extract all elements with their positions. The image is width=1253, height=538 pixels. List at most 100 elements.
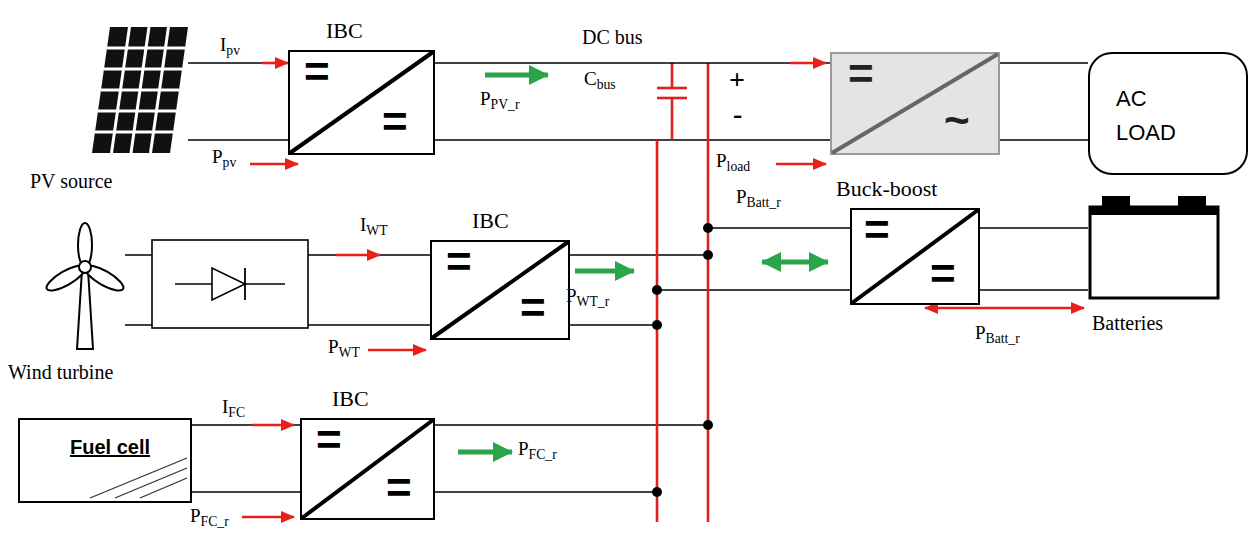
drawing-part [652,487,662,497]
label-holder: PBatt_r [736,186,781,211]
drawing-part [140,478,187,498]
node-text: = [848,52,874,96]
drawing-part [125,140,1088,492]
drawing-part [98,110,176,113]
bus-label: DC bus [582,26,643,49]
drawing-part [90,458,187,498]
text-holder: = [386,466,412,510]
drawing-part [570,324,657,326]
label-holder: Pload [716,150,750,175]
symbol-letter: P [190,505,201,526]
symbol-letter: P [518,438,529,459]
text-holder: Fuel cell [70,436,150,459]
drawing-part [652,320,662,330]
node-text: Wind turbine [8,361,113,384]
text-holder: IBC [332,386,369,411]
subscript: Batt_r [747,195,781,210]
text-holder: = [316,418,342,462]
subscript: FC_r [529,447,557,462]
pv-panel: PV source [92,25,188,155]
wire [980,227,1088,229]
node-outline [20,420,190,501]
drawing-part [115,468,187,498]
node-text: = [382,100,408,144]
subscript: PV_r [491,97,520,112]
label-holder: DC bus [582,26,643,49]
label-holder: IFC [222,396,245,421]
drawing-part [671,98,674,140]
drawing-part [95,131,173,134]
wire [1000,62,1088,64]
bus-label: + [729,66,745,94]
bus-label: - [733,100,742,128]
drawing-part [652,285,662,295]
drawing-part [707,63,710,522]
ibc-converter: IBC== [430,240,570,340]
drawing-part [188,139,288,141]
label-holder: - [733,100,742,128]
text-holder: ~ [944,98,970,142]
drawing-part [671,63,674,88]
signal-label: PFC_r [518,438,557,463]
drawing-part [776,163,826,166]
node-text: = [446,240,472,284]
signal-label: PWT [328,336,360,361]
symbol-letter: P [328,336,339,357]
signal-label: IWT [360,214,388,239]
node-text: = [930,252,956,296]
drawing-part [152,240,308,328]
label-holder: Ipv [220,34,240,59]
drawing-part [1000,139,1088,141]
drawing-part [652,223,713,497]
label-holder: PBatt_r [975,322,1020,347]
text-holder: AC LOAD [1116,82,1198,150]
drawing-part [790,62,826,65]
drawing-part [101,89,179,92]
text-holder: = [446,240,472,284]
drawing-part [244,268,246,300]
drawing-part [980,289,1088,291]
label-holder: PPV_r [480,88,519,113]
drawing-part [657,63,708,522]
label-holder: PWT [328,336,360,361]
drawing-part [1090,207,1218,215]
wind-turbine: Wind turbine [40,215,125,350]
drawing-part [708,227,850,229]
symbol-letter: C [584,68,597,89]
signal-label: Cbus [584,68,616,93]
drawing-part [152,240,308,328]
drawing-part [485,73,548,78]
text-holder: = [382,100,408,144]
drawing-part [458,450,512,455]
drawing-part [77,270,93,349]
node-heading: Buck-boost [836,176,937,201]
symbol-letter: I [360,214,366,235]
symbol-letter: P [975,322,986,343]
node-text: Fuel cell [70,436,150,459]
drawing-part [657,87,687,90]
text-holder: IBC [326,18,363,43]
signal-label: PWT_r [566,285,609,310]
subscript: FC_r [201,514,229,529]
drawing-part [79,261,91,273]
drawing-part [192,491,300,493]
drawing-part [242,516,294,519]
text-holder: Wind turbine [8,361,113,384]
wire [188,62,288,64]
drawing-part [703,223,713,233]
signal-label: PFC_r [190,505,229,530]
label-holder: PFC_r [190,505,229,530]
node-text: PV source [30,170,112,193]
symbol-letter: I [220,34,226,55]
signal-label: IFC [222,396,245,421]
drawing-part [252,424,294,427]
drawing-part [262,62,288,65]
drawing-part [575,269,634,274]
drawing-part [368,349,426,352]
node-heading: IBC [332,386,369,411]
drawing-part [703,420,713,430]
signal-label: Ipv [220,34,240,59]
ibc-converter: IBC== [288,50,435,155]
drawing-part [92,27,188,153]
